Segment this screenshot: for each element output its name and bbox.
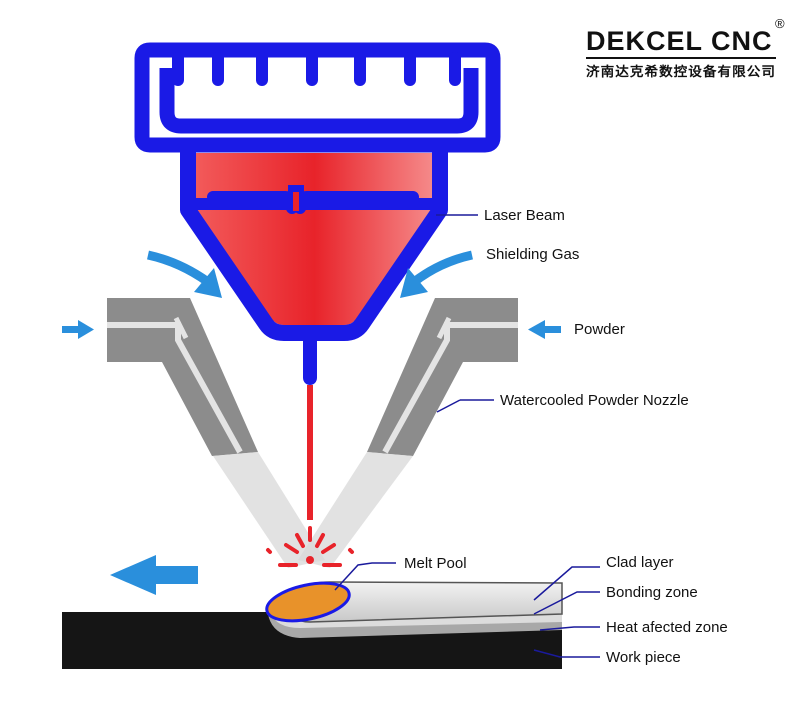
brand-logo: DEKCEL CNC ® 济南达克希数控设备有限公司 (586, 16, 785, 80)
label-laser-beam: Laser Beam (484, 207, 565, 224)
shielding-gas-arrow-right (400, 250, 474, 298)
label-shielding-gas: Shielding Gas (486, 246, 579, 263)
powder-nozzle-left (107, 298, 258, 456)
powder-arrow-left (62, 320, 94, 339)
laser-head-housing (134, 42, 501, 153)
leader-lines (334, 214, 600, 658)
laser-focal-spark (266, 526, 354, 567)
travel-direction-arrow (110, 555, 198, 595)
label-nozzle: Watercooled Powder Nozzle (500, 392, 689, 409)
laser-beam-cone (196, 153, 433, 325)
registered-mark: ® (775, 16, 785, 31)
label-heat-affected-zone: Heat afected zone (606, 619, 728, 636)
brand-name: DEKCEL CNC (586, 26, 773, 56)
powder-stream-right (298, 452, 413, 568)
label-work-piece: Work piece (606, 649, 681, 666)
cooling-fins (172, 52, 461, 86)
company-name-cn: 济南达克希数控设备有限公司 (586, 64, 776, 80)
label-clad-layer: Clad layer (606, 554, 674, 571)
shielding-gas-arrow-left (147, 250, 222, 298)
melt-pool (265, 581, 351, 623)
beam-channel (293, 192, 299, 211)
label-bonding-zone: Bonding zone (606, 584, 698, 601)
label-powder: Powder (574, 321, 625, 338)
powder-arrow-right (528, 320, 561, 339)
powder-nozzle-right (367, 298, 518, 456)
label-melt-pool: Melt Pool (404, 555, 467, 572)
